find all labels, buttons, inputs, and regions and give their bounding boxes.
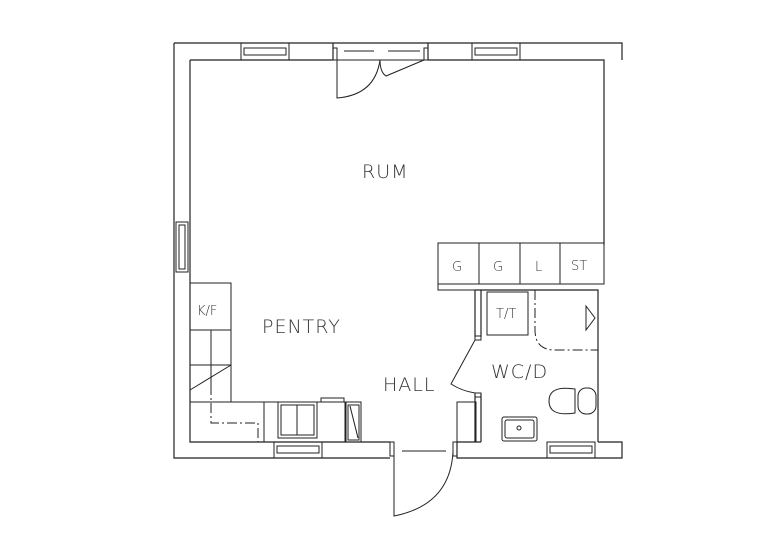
closet-label: G	[493, 260, 503, 275]
label-tt: T/T	[496, 307, 516, 322]
room-label-wcd: WC/D	[491, 361, 548, 383]
closets	[437, 242, 605, 291]
closet-label: ST	[571, 259, 587, 274]
fridge	[345, 401, 362, 443]
kitchen-counter	[189, 282, 362, 443]
room-label-pentry: PENTRY	[262, 316, 341, 338]
room-label-rum: RUM	[362, 161, 409, 183]
window-top-left	[240, 42, 290, 61]
sink	[501, 416, 538, 442]
window-bottom-left	[273, 441, 323, 459]
room-label-hall: HALL	[383, 374, 435, 396]
door-entrance	[389, 441, 458, 517]
toilet	[548, 387, 597, 415]
closet-label: G	[452, 260, 462, 275]
wc-walls	[450, 289, 599, 443]
window-left	[175, 221, 189, 273]
closet-label: L	[535, 260, 542, 275]
label-kf: K/F	[197, 304, 217, 319]
hall-cabinet	[456, 401, 477, 443]
door-top	[332, 47, 429, 99]
washer	[486, 291, 529, 336]
window-top-right	[471, 42, 521, 61]
window-bottom-right	[546, 441, 596, 459]
stove	[277, 401, 318, 439]
shower-drain	[585, 304, 596, 332]
